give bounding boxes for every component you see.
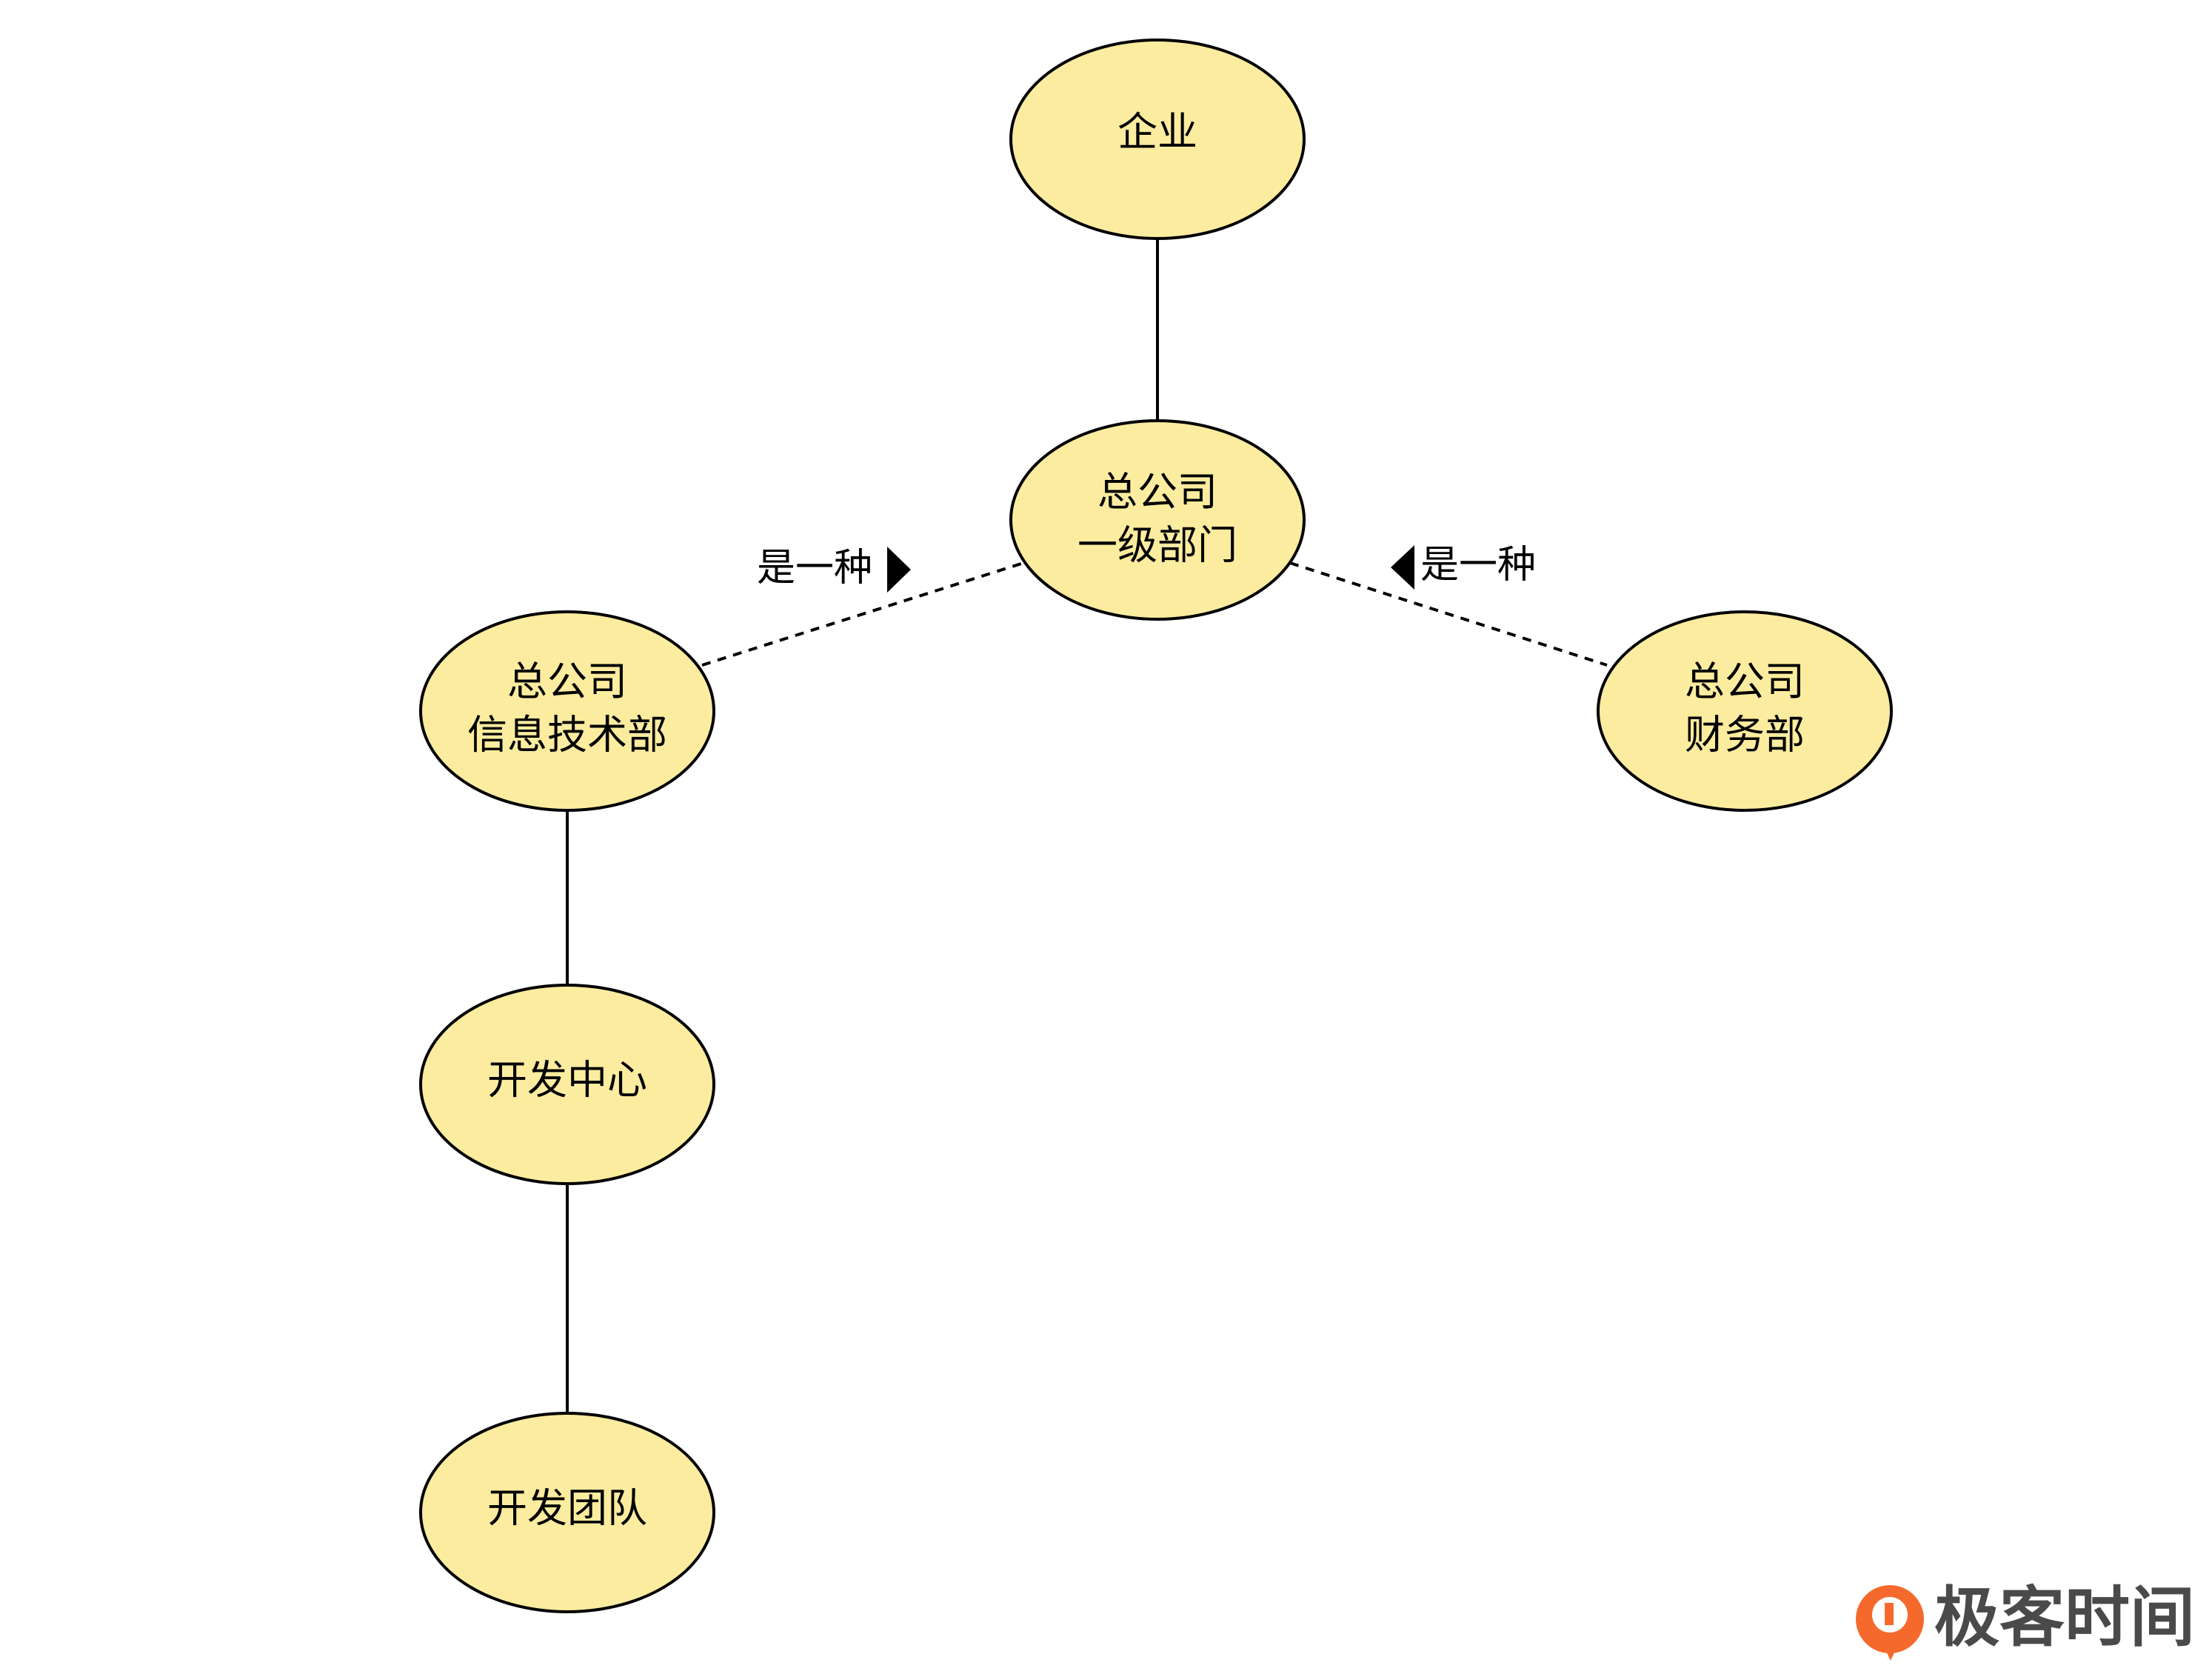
node-hq-finance-dept-line1: 总公司 — [1685, 658, 1805, 705]
is-a-label-left: 是一种 — [757, 546, 872, 590]
node-hq-finance-dept-line2: 财务部 — [1685, 712, 1805, 758]
edge-it-dept-is-a-first-level-dept — [701, 561, 1024, 667]
node-hq-first-level-dept: 总公司 一级部门 — [1009, 419, 1306, 621]
node-hq-first-level-dept-line2: 一级部门 — [1077, 522, 1237, 569]
node-enterprise: 企业 — [1009, 39, 1306, 240]
node-dev-center-label: 开发中心 — [487, 1057, 647, 1104]
geektime-logo: 极客时间 — [1856, 1579, 2195, 1661]
node-dev-team: 开发团队 — [419, 1412, 715, 1613]
node-enterprise-label: 企业 — [1117, 109, 1197, 156]
node-hq-first-level-dept-line1: 总公司 — [1097, 469, 1217, 516]
node-dev-center: 开发中心 — [419, 984, 715, 1185]
arrow-left-icon — [1391, 545, 1414, 590]
node-hq-it-dept-line1: 总公司 — [507, 658, 627, 705]
node-hq-it-dept: 总公司 信息技术部 — [419, 610, 715, 812]
is-a-label-right: 是一种 — [1420, 543, 1536, 587]
geektime-logo-text: 极客时间 — [1934, 1579, 2195, 1655]
edge-finance-dept-is-a-first-level-dept — [1289, 561, 1608, 667]
geektime-logo-icon — [1856, 1585, 1924, 1661]
node-hq-finance-dept: 总公司 财务部 — [1597, 610, 1893, 812]
node-dev-team-label: 开发团队 — [487, 1485, 647, 1532]
arrow-right-icon — [887, 547, 911, 593]
node-hq-it-dept-line2: 信息技术部 — [467, 712, 667, 758]
